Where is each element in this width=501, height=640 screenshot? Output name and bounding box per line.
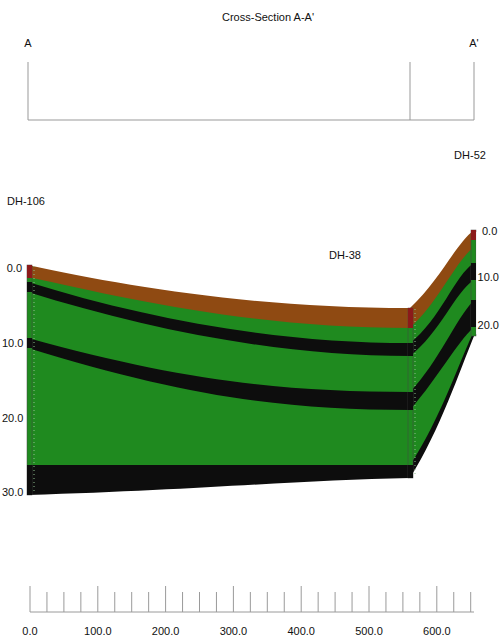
section-end-label: A [24,37,31,50]
depth-label: 0.0 [7,262,22,275]
drill-hole-label: DH-106 [7,195,45,208]
depth-label: 20.0 [2,412,23,425]
distance-label: 200.0 [152,625,180,638]
axis-tick [30,586,31,612]
distance-label: 600.0 [423,625,451,638]
axis-tick [63,592,64,612]
drill-hole-label: DH-52 [454,149,486,162]
axis-tick [148,592,149,612]
depth-label: 0.0 [482,225,497,238]
drill-hole [27,265,34,495]
distance-label: 500.0 [355,625,383,638]
axis-tick [216,592,217,612]
drill-hole [471,230,477,336]
axis-tick [114,592,115,612]
green-layer [28,247,474,560]
depth-label: 10.0 [2,337,23,350]
black-seam [28,331,474,560]
axis-tick [199,592,200,612]
axis-tick [165,586,166,612]
section-end-label: A' [469,37,478,50]
axis-tick [233,586,234,612]
axis-tick [402,592,403,612]
distance-axis [30,586,474,612]
axis-tick [419,592,420,612]
drill-hole [408,308,415,478]
axis-tick [80,592,81,612]
axis-tick [250,592,251,612]
section-title: Cross-Section A-A' [222,11,314,24]
distance-label: 400.0 [287,625,315,638]
axis-tick [284,592,285,612]
strata [28,230,474,560]
depth-label: 20.0 [478,319,499,332]
green-layer [28,327,474,560]
depth-label: 30.0 [2,486,23,499]
axis-tick [352,592,353,612]
axis-tick [97,586,98,612]
depth-label: 10.0 [478,271,499,284]
axis-tick [318,592,319,612]
axis-tick [369,586,370,612]
axis-tick [267,592,268,612]
section-line [28,62,474,120]
axis-tick [301,586,302,612]
drill-hole-label: DH-38 [329,249,361,262]
axis-tick [46,592,47,612]
distance-label: 0.0 [22,625,37,638]
topsoil-layer [28,230,474,560]
distance-label: 100.0 [84,625,112,638]
axis-tick [131,592,132,612]
axis-tick [182,592,183,612]
axis-tick [385,592,386,612]
axis-tick [470,592,471,612]
distance-label: 300.0 [220,625,248,638]
axis-tick [436,586,437,612]
green-layer [28,280,474,560]
axis-tick [335,592,336,612]
axis-tick [453,592,454,612]
black-seam [28,300,474,560]
ground-below [28,336,474,560]
black-seam [28,263,474,560]
